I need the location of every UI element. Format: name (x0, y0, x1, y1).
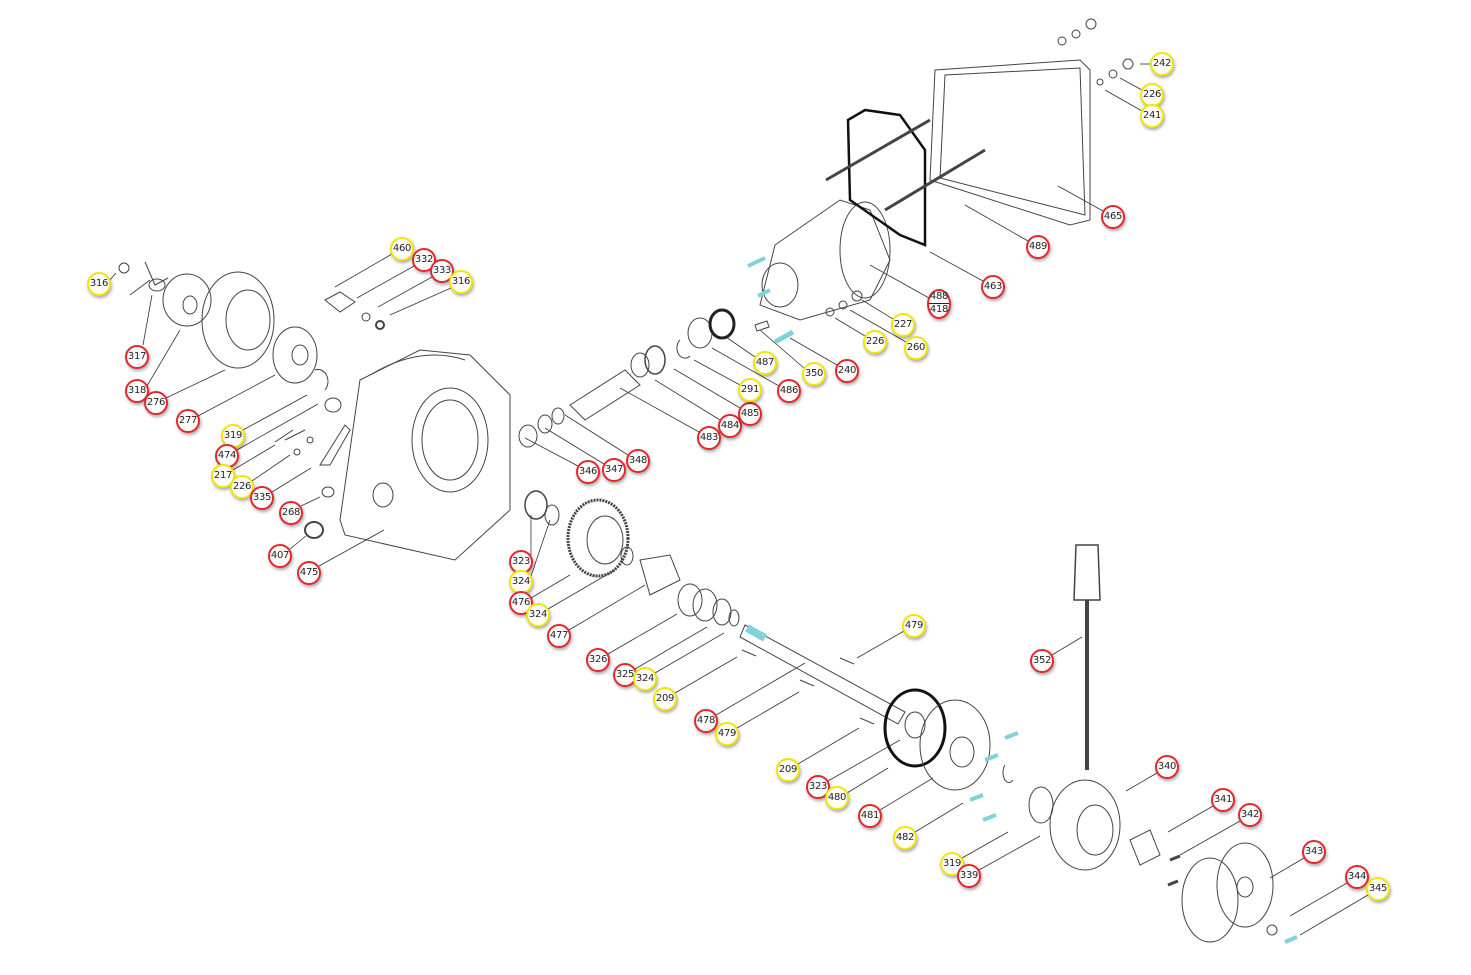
callout-488-418[interactable]: 488 418 (927, 289, 951, 319)
callout-481[interactable]: 481 (858, 804, 882, 828)
callout-345[interactable]: 345 (1366, 877, 1390, 901)
callout-335[interactable]: 335 (250, 486, 274, 510)
callout-324[interactable]: 324 (633, 667, 657, 691)
callout-342[interactable]: 342 (1238, 803, 1262, 827)
callout-277[interactable]: 277 (176, 409, 200, 433)
callout-347[interactable]: 347 (602, 458, 626, 482)
callout-317[interactable]: 317 (125, 345, 149, 369)
callout-227[interactable]: 227 (891, 313, 915, 337)
callout-486[interactable]: 486 (777, 379, 801, 403)
callout-291[interactable]: 291 (738, 378, 762, 402)
callout-209[interactable]: 209 (653, 687, 677, 711)
callout-348[interactable]: 348 (626, 449, 650, 473)
handle-and-pulley (1049, 544, 1298, 944)
callout-333[interactable]: 333 (430, 259, 454, 283)
callout-341[interactable]: 341 (1211, 788, 1235, 812)
callout-240[interactable]: 240 (835, 359, 859, 383)
callout-482[interactable]: 482 (893, 826, 917, 850)
callout-242[interactable]: 242 (1150, 52, 1174, 76)
callout-344[interactable]: 344 (1345, 865, 1369, 889)
callout-475[interactable]: 475 (297, 561, 321, 585)
callout-241[interactable]: 241 (1140, 104, 1164, 128)
callout-324[interactable]: 324 (526, 603, 550, 627)
callout-488-label: 488 (929, 291, 949, 304)
callout-407[interactable]: 407 (268, 544, 292, 568)
callout-260[interactable]: 260 (904, 336, 928, 360)
callout-352[interactable]: 352 (1030, 649, 1054, 673)
callout-340[interactable]: 340 (1155, 755, 1179, 779)
callout-346[interactable]: 346 (576, 460, 600, 484)
gearbox-housing (274, 291, 511, 561)
callout-485[interactable]: 485 (738, 402, 762, 426)
callout-463[interactable]: 463 (981, 275, 1005, 299)
callout-487[interactable]: 487 (753, 351, 777, 375)
callout-477[interactable]: 477 (547, 624, 571, 648)
callout-483[interactable]: 483 (697, 426, 721, 450)
callout-460[interactable]: 460 (390, 237, 414, 261)
callout-316[interactable]: 316 (87, 272, 111, 296)
callout-480[interactable]: 480 (825, 786, 849, 810)
recoil-starter-parts (118, 261, 329, 391)
callout-479[interactable]: 479 (715, 722, 739, 746)
callout-465[interactable]: 465 (1101, 205, 1125, 229)
callout-479[interactable]: 479 (902, 614, 926, 638)
motor-and-tank (747, 18, 1134, 321)
callout-343[interactable]: 343 (1302, 840, 1326, 864)
callout-489[interactable]: 489 (1026, 235, 1050, 259)
callout-350[interactable]: 350 (802, 362, 826, 386)
callout-484[interactable]: 484 (718, 414, 742, 438)
gear-and-output-shaft (524, 490, 1054, 824)
callout-316[interactable]: 316 (449, 270, 473, 294)
callout-226[interactable]: 226 (863, 330, 887, 354)
callout-476[interactable]: 476 (509, 591, 533, 615)
leader-lines (108, 63, 1369, 936)
callout-339[interactable]: 339 (957, 864, 981, 888)
callout-326[interactable]: 326 (586, 648, 610, 672)
callout-209[interactable]: 209 (776, 758, 800, 782)
callout-268[interactable]: 268 (279, 501, 303, 525)
callout-478[interactable]: 478 (694, 709, 718, 733)
callout-324[interactable]: 324 (509, 570, 533, 594)
callout-276[interactable]: 276 (144, 391, 168, 415)
callout-418-label: 418 (929, 304, 949, 315)
callout-226[interactable]: 226 (1140, 83, 1164, 107)
worm-shaft-parts (518, 308, 795, 448)
